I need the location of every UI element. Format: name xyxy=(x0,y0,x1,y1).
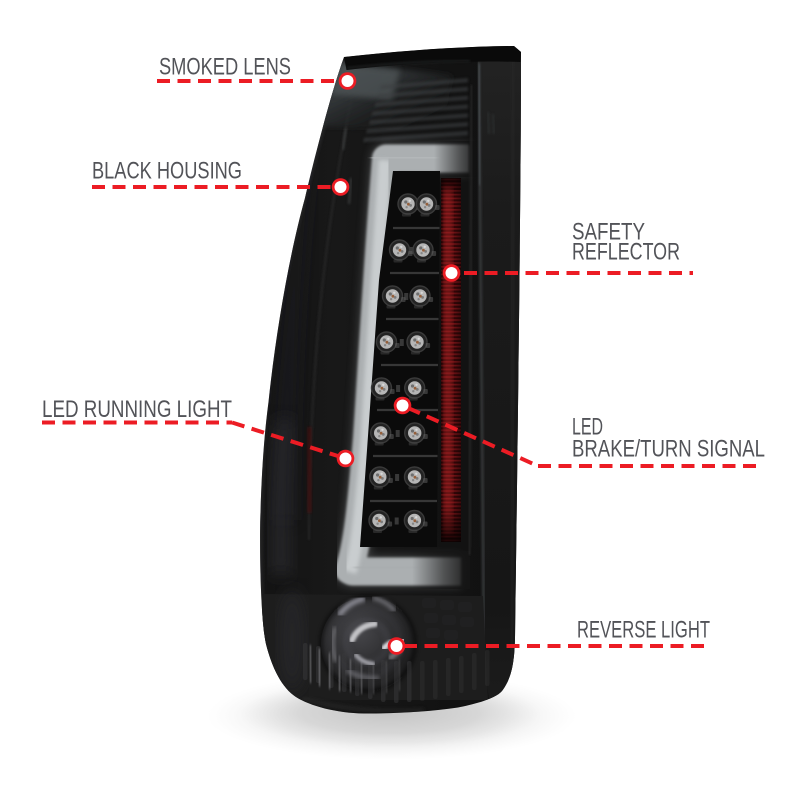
svg-text:REFLECTOR: REFLECTOR xyxy=(572,239,680,266)
svg-text:BLACK HOUSING: BLACK HOUSING xyxy=(92,158,242,185)
svg-text:LED: LED xyxy=(572,414,603,441)
svg-text:BRAKE/TURN SIGNAL: BRAKE/TURN SIGNAL xyxy=(572,436,765,463)
svg-text:REVERSE LIGHT: REVERSE LIGHT xyxy=(577,617,710,644)
svg-text:SAFETY: SAFETY xyxy=(572,219,645,246)
svg-text:SMOKED LENS: SMOKED LENS xyxy=(159,54,291,81)
svg-text:LED RUNNING LIGHT: LED RUNNING LIGHT xyxy=(42,396,232,423)
